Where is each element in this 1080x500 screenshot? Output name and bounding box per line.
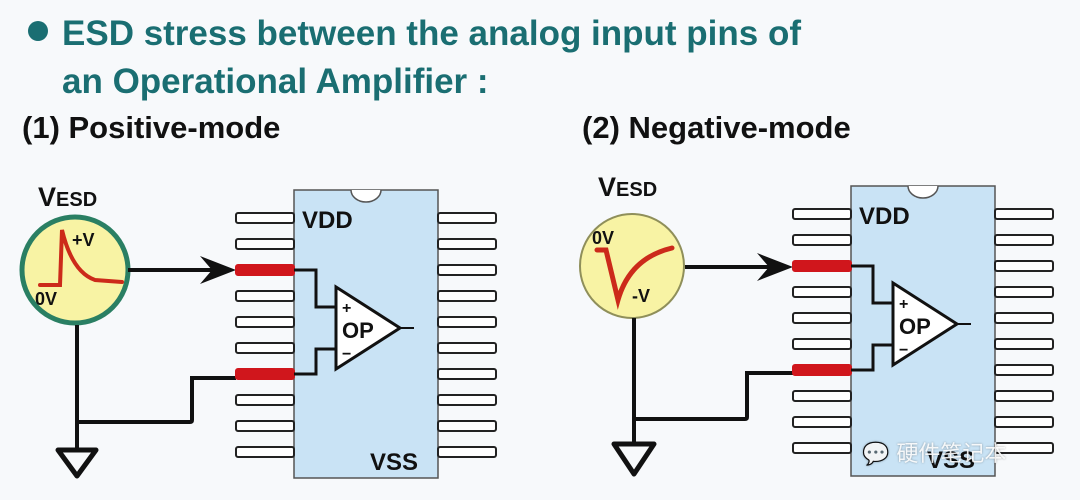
- left-pin: [792, 286, 852, 298]
- negative-mode-title: (2) Negative-mode: [582, 110, 851, 145]
- inverting-input-wire: [851, 343, 893, 372]
- left-pin: [235, 316, 295, 328]
- ground-wire: [75, 325, 236, 450]
- ic-chip: VDD VSS + − OP: [235, 189, 497, 479]
- noninverting-input-wire: [851, 264, 893, 305]
- pulse-peak-label: +V: [72, 230, 95, 250]
- watermark-text: 硬件笔记本: [896, 442, 1007, 467]
- plus-sign: +: [342, 300, 351, 317]
- arrow-head-icon: [757, 253, 793, 281]
- ic-chip: VDD VSS + − OP: [792, 185, 1054, 477]
- vesd-label: VESD: [598, 172, 657, 202]
- right-pin: [994, 364, 1054, 376]
- right-pin: [994, 286, 1054, 298]
- watermark: 💬 硬件笔记本: [862, 436, 1006, 468]
- baseline-label: 0V: [592, 228, 614, 248]
- right-pin: [437, 212, 497, 224]
- opamp-symbol: [334, 284, 403, 372]
- left-pin: [792, 442, 852, 454]
- left-pin: [792, 338, 852, 350]
- left-pin: [235, 420, 295, 432]
- positive-mode-title: (1) Positive-mode: [22, 110, 281, 145]
- left-pin: [792, 234, 852, 246]
- stressed-input-pin: [792, 364, 852, 376]
- stressed-input-pin: [792, 260, 852, 272]
- right-pin: [437, 290, 497, 302]
- right-pin: [994, 208, 1054, 220]
- opamp-symbol: [891, 280, 960, 368]
- noninverting-input-wire: [294, 268, 336, 309]
- right-pin: [437, 446, 497, 458]
- ground-icon: [55, 447, 99, 479]
- positive-pulse-waveform: [38, 229, 124, 287]
- left-pin: [792, 208, 852, 220]
- right-pin: [994, 338, 1054, 350]
- right-pin: [437, 264, 497, 276]
- baseline-label: 0V: [35, 289, 57, 309]
- chip-notch: [907, 185, 939, 199]
- right-pin: [437, 420, 497, 432]
- left-pin: [235, 212, 295, 224]
- plus-sign: +: [899, 296, 908, 313]
- opamp-label: OP: [899, 314, 931, 339]
- minus-sign: −: [342, 346, 351, 363]
- right-pin: [994, 234, 1054, 246]
- right-pin: [994, 260, 1054, 272]
- wechat-icon: 💬: [862, 442, 890, 467]
- positive-mode-panel: VESD +V 0V VDD VSS + − OP: [19, 182, 497, 479]
- stressed-input-pin: [235, 368, 295, 380]
- arrow-head-icon: [200, 256, 236, 284]
- right-pin: [437, 316, 497, 328]
- minus-sign: −: [899, 342, 908, 359]
- negative-pulse-waveform: [594, 245, 675, 310]
- chip-notch: [350, 189, 382, 203]
- right-pin: [437, 238, 497, 250]
- right-pin: [994, 442, 1054, 454]
- vdd-label: VDD: [859, 203, 910, 230]
- ground-icon: [611, 441, 657, 477]
- negative-mode-panel: VESD 0V -V VDD VSS + − OP: [579, 172, 1054, 477]
- inverting-input-wire: [294, 347, 336, 376]
- left-pin: [235, 290, 295, 302]
- left-pin: [235, 446, 295, 458]
- right-pin: [994, 312, 1054, 324]
- heading: ESD stress between the analog input pins…: [28, 10, 801, 106]
- vesd-label: VESD: [38, 182, 97, 212]
- left-pin: [792, 416, 852, 428]
- pulse-peak-label: -V: [632, 286, 650, 306]
- left-pin: [235, 342, 295, 354]
- left-pin: [792, 390, 852, 402]
- right-pin: [994, 416, 1054, 428]
- opamp-label: OP: [342, 318, 374, 343]
- bullet-icon: [28, 21, 48, 41]
- vss-label: VSS: [370, 449, 418, 476]
- left-pin: [792, 312, 852, 324]
- vdd-label: VDD: [302, 207, 353, 234]
- ground-wire: [632, 318, 793, 445]
- vss-label: VSS: [927, 447, 975, 474]
- right-pin: [437, 368, 497, 380]
- stressed-input-pin: [235, 264, 295, 276]
- right-pin: [437, 342, 497, 354]
- left-pin: [235, 238, 295, 250]
- left-pin: [235, 394, 295, 406]
- right-pin: [994, 390, 1054, 402]
- heading-line1: ESD stress between the analog input pins…: [62, 14, 801, 53]
- right-pin: [437, 394, 497, 406]
- heading-line2: an Operational Amplifier :: [62, 62, 489, 101]
